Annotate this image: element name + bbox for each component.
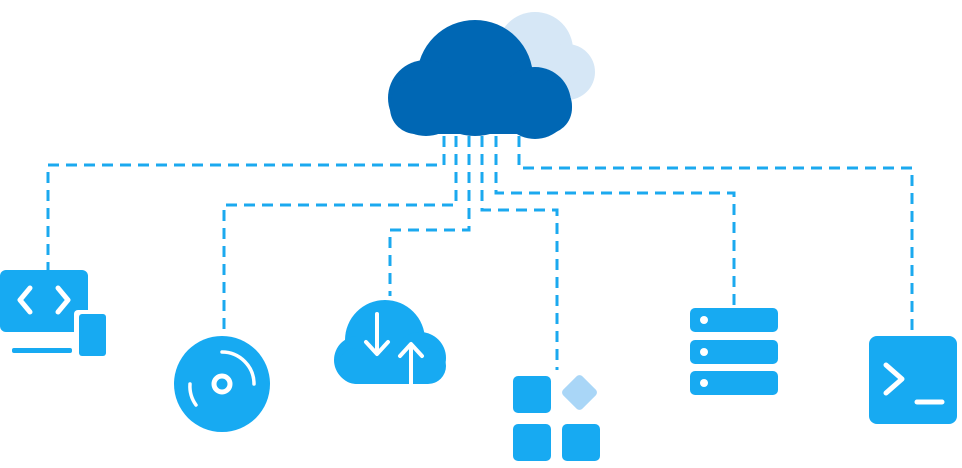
disc-icon xyxy=(174,336,270,432)
app-grid-icon xyxy=(513,375,600,461)
server-icon xyxy=(690,308,778,395)
connector-apps xyxy=(480,136,559,370)
connector-terminal xyxy=(517,136,914,332)
connector-sync xyxy=(388,136,471,296)
connector-server xyxy=(494,136,736,305)
connector-dev xyxy=(46,136,446,272)
cloud-icon xyxy=(388,12,595,139)
code-devices-icon xyxy=(0,270,110,360)
terminal-icon xyxy=(869,336,957,424)
cloud-main-icon xyxy=(388,20,572,139)
connector-disc xyxy=(222,136,458,335)
connector-lines xyxy=(46,136,914,370)
cloud-sync-icon xyxy=(334,300,446,388)
